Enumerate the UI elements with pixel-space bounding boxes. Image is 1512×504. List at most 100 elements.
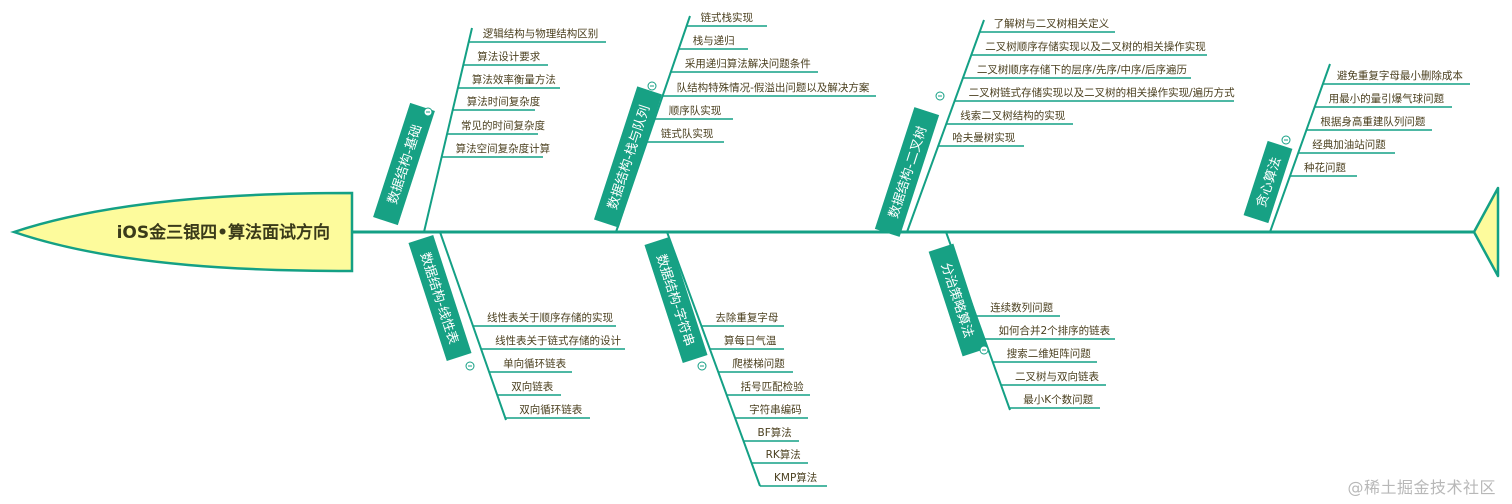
branch-item[interactable]: 栈与递归 <box>678 34 748 50</box>
watermark: @稀土掘金技术社区 <box>1347 478 1496 497</box>
branch-item[interactable]: 算法设计要求 <box>463 50 548 66</box>
branch-item[interactable]: 链式队实现 <box>646 127 724 143</box>
branch-item-label: 线索二叉树结构的实现 <box>960 109 1065 122</box>
branch-item-label: 算每日气温 <box>724 334 777 347</box>
branch-item-label: 如何合并2个排序的链表 <box>998 324 1110 337</box>
category-3[interactable]: 了解树与二叉树相关定义二叉树顺序存储实现以及二叉树的相关操作实现二叉树顺序存储下… <box>874 17 1236 237</box>
branch-item[interactable]: 线性表关于顺序存储的实现 <box>473 311 616 327</box>
branch-item[interactable]: 采用递归算法解决问题条件 <box>670 57 818 73</box>
branch-item[interactable]: 链式栈实现 <box>686 11 767 27</box>
branch-item-label: 算法效率衡量方法 <box>472 73 556 86</box>
category-5[interactable]: 线性表关于顺序存储的实现线性表关于链式存储的设计单向循环链表双向链表双向循环链表… <box>408 231 625 421</box>
branch-item-label: 二叉树与双向链表 <box>1015 370 1099 383</box>
branch-item[interactable]: 如何合并2个排序的链表 <box>984 324 1115 340</box>
branch-item[interactable]: 双向链表 <box>497 380 561 396</box>
branch-item[interactable]: 爬楼梯问题 <box>718 357 793 373</box>
fish-tail-shape <box>1472 186 1500 278</box>
branch-item-label: 算法空间复杂度计算 <box>456 142 551 155</box>
category-1[interactable]: 逻辑结构与物理结构区别算法设计要求算法效率衡量方法算法时间复杂度常见的时间复杂度… <box>373 27 606 233</box>
branches-layer: 逻辑结构与物理结构区别算法设计要求算法效率衡量方法算法时间复杂度常见的时间复杂度… <box>373 11 1470 487</box>
branch-item[interactable]: 算法时间复杂度 <box>452 95 541 111</box>
category-4[interactable]: 避免重复字母最小删除成本用最小的量引爆气球问题根据身高重建队列问题经典加油站问题… <box>1243 63 1470 233</box>
branch-item[interactable]: 连续数列问题 <box>976 301 1060 317</box>
branch-item-label: 常见的时间复杂度 <box>461 119 545 132</box>
branch-item[interactable]: 避免重复字母最小删除成本 <box>1322 69 1470 85</box>
branch-item-label: 算法设计要求 <box>477 50 540 63</box>
branch-item[interactable]: 双向循环链表 <box>505 403 590 419</box>
branch-item-label: 连续数列问题 <box>990 301 1053 314</box>
branch-item[interactable]: 算法效率衡量方法 <box>457 73 560 89</box>
category-label-box[interactable]: 分治策略算法 <box>928 243 988 357</box>
branch-item-label: 队结构特殊情况-假溢出问题以及解决方案 <box>677 81 870 94</box>
branch-item[interactable]: 算每日气温 <box>709 334 784 350</box>
branch-item[interactable]: 二叉树顺序存储下的层序/先序/中序/后序遍历 <box>962 63 1191 79</box>
category-label-box[interactable]: 贪心算法 <box>1243 140 1293 224</box>
category-label-box[interactable]: 数据结构-栈与队列 <box>594 86 662 228</box>
branch-item-label: KMP算法 <box>774 471 817 484</box>
category-label-background <box>928 243 988 357</box>
branch-item-label: 双向循环链表 <box>519 403 582 416</box>
branch-item-label: 逻辑结构与物理结构区别 <box>483 27 599 40</box>
category-label-box[interactable]: 数据结构-基础 <box>373 102 435 226</box>
branch-item[interactable]: 逻辑结构与物理结构区别 <box>468 27 606 43</box>
collapse-toggle[interactable] <box>1281 135 1291 145</box>
branch-item-label: 最小K个数问题 <box>1023 393 1093 406</box>
category-2[interactable]: 链式栈实现栈与递归采用递归算法解决问题条件队结构特殊情况-假溢出问题以及解决方案… <box>594 11 876 233</box>
branch-item[interactable]: 用最小的量引爆气球问题 <box>1314 92 1452 108</box>
branch-item[interactable]: 去除重复字母 <box>701 311 784 327</box>
category-rib-line <box>423 27 473 233</box>
branch-item-label: 二叉树顺序存储下的层序/先序/中序/后序遍历 <box>977 63 1187 76</box>
branch-item-label: 链式栈实现 <box>701 11 754 24</box>
branch-item[interactable]: 二叉树链式存储实现以及二叉树的相关操作实现/遍历方式 <box>954 86 1236 102</box>
branch-item[interactable]: 了解树与二叉树相关定义 <box>979 17 1115 33</box>
branch-item[interactable]: 线索二叉树结构的实现 <box>946 109 1073 125</box>
central-topic[interactable]: iOS金三银四•算法面试方向 <box>10 191 354 273</box>
category-rib-line <box>1269 63 1331 233</box>
branch-item[interactable]: KMP算法 <box>760 471 827 487</box>
collapse-toggle[interactable] <box>935 91 945 101</box>
branch-item[interactable]: BF算法 <box>743 426 799 442</box>
branch-item[interactable]: 单向循环链表 <box>489 357 572 373</box>
branch-item[interactable]: 根据身高重建队列问题 <box>1306 115 1432 131</box>
category-label-background <box>1243 140 1293 224</box>
branch-item[interactable]: 哈夫曼树实现 <box>938 131 1024 147</box>
branch-item-label: 避免重复字母最小删除成本 <box>1337 69 1463 82</box>
branch-item-label: 算法时间复杂度 <box>467 95 541 108</box>
branch-item-label: 去除重复字母 <box>715 311 778 324</box>
branch-item-label: 括号匹配检验 <box>741 380 804 393</box>
collapse-toggle[interactable] <box>979 345 989 355</box>
branch-item[interactable]: 搜索二维矩阵问题 <box>992 347 1097 363</box>
branch-item[interactable]: 线性表关于链式存储的设计 <box>481 334 625 350</box>
branch-item-label: 根据身高重建队列问题 <box>1320 115 1425 128</box>
branch-item[interactable]: 二叉树顺序存储实现以及二叉树的相关操作实现 <box>971 40 1207 56</box>
branch-item-label: 二叉树顺序存储实现以及二叉树的相关操作实现 <box>985 40 1206 53</box>
fish-head-shape <box>10 191 354 273</box>
branch-item-label: BF算法 <box>758 426 792 439</box>
collapse-toggle[interactable] <box>465 361 475 371</box>
branch-item-label: 采用递归算法解决问题条件 <box>685 57 811 70</box>
branch-item[interactable]: 最小K个数问题 <box>1009 393 1100 409</box>
branch-item-label: 字符串编码 <box>749 403 802 416</box>
category-7[interactable]: 连续数列问题如何合并2个排序的链表搜索二维矩阵问题二叉树与双向链表最小K个数问题… <box>928 231 1115 411</box>
branch-item[interactable]: 算法空间复杂度计算 <box>441 142 551 158</box>
category-label-box[interactable]: 数据结构-线性表 <box>408 235 472 361</box>
collapse-toggle[interactable] <box>423 107 433 117</box>
branch-item[interactable]: 种花问题 <box>1290 161 1357 177</box>
branch-item-label: 双向链表 <box>511 380 553 393</box>
collapse-toggle[interactable] <box>697 361 707 371</box>
branch-item-label: 哈夫曼树实现 <box>952 131 1015 144</box>
branch-item-label: 栈与递归 <box>693 34 735 47</box>
branch-item-label: 线性表关于链式存储的设计 <box>495 334 621 347</box>
branch-item[interactable]: 经典加油站问题 <box>1298 138 1395 154</box>
branch-item[interactable]: 常见的时间复杂度 <box>447 119 546 135</box>
collapse-toggle[interactable] <box>647 81 657 91</box>
branch-item[interactable]: 顺序队实现 <box>654 104 733 120</box>
branch-item[interactable]: 括号匹配检验 <box>726 380 810 396</box>
branch-item-label: 种花问题 <box>1304 161 1346 174</box>
branch-item[interactable]: RK算法 <box>751 448 808 464</box>
branch-item[interactable]: 二叉树与双向链表 <box>1001 370 1106 386</box>
branch-item[interactable]: 队结构特殊情况-假溢出问题以及解决方案 <box>662 81 876 97</box>
branch-item[interactable]: 字符串编码 <box>735 403 808 419</box>
